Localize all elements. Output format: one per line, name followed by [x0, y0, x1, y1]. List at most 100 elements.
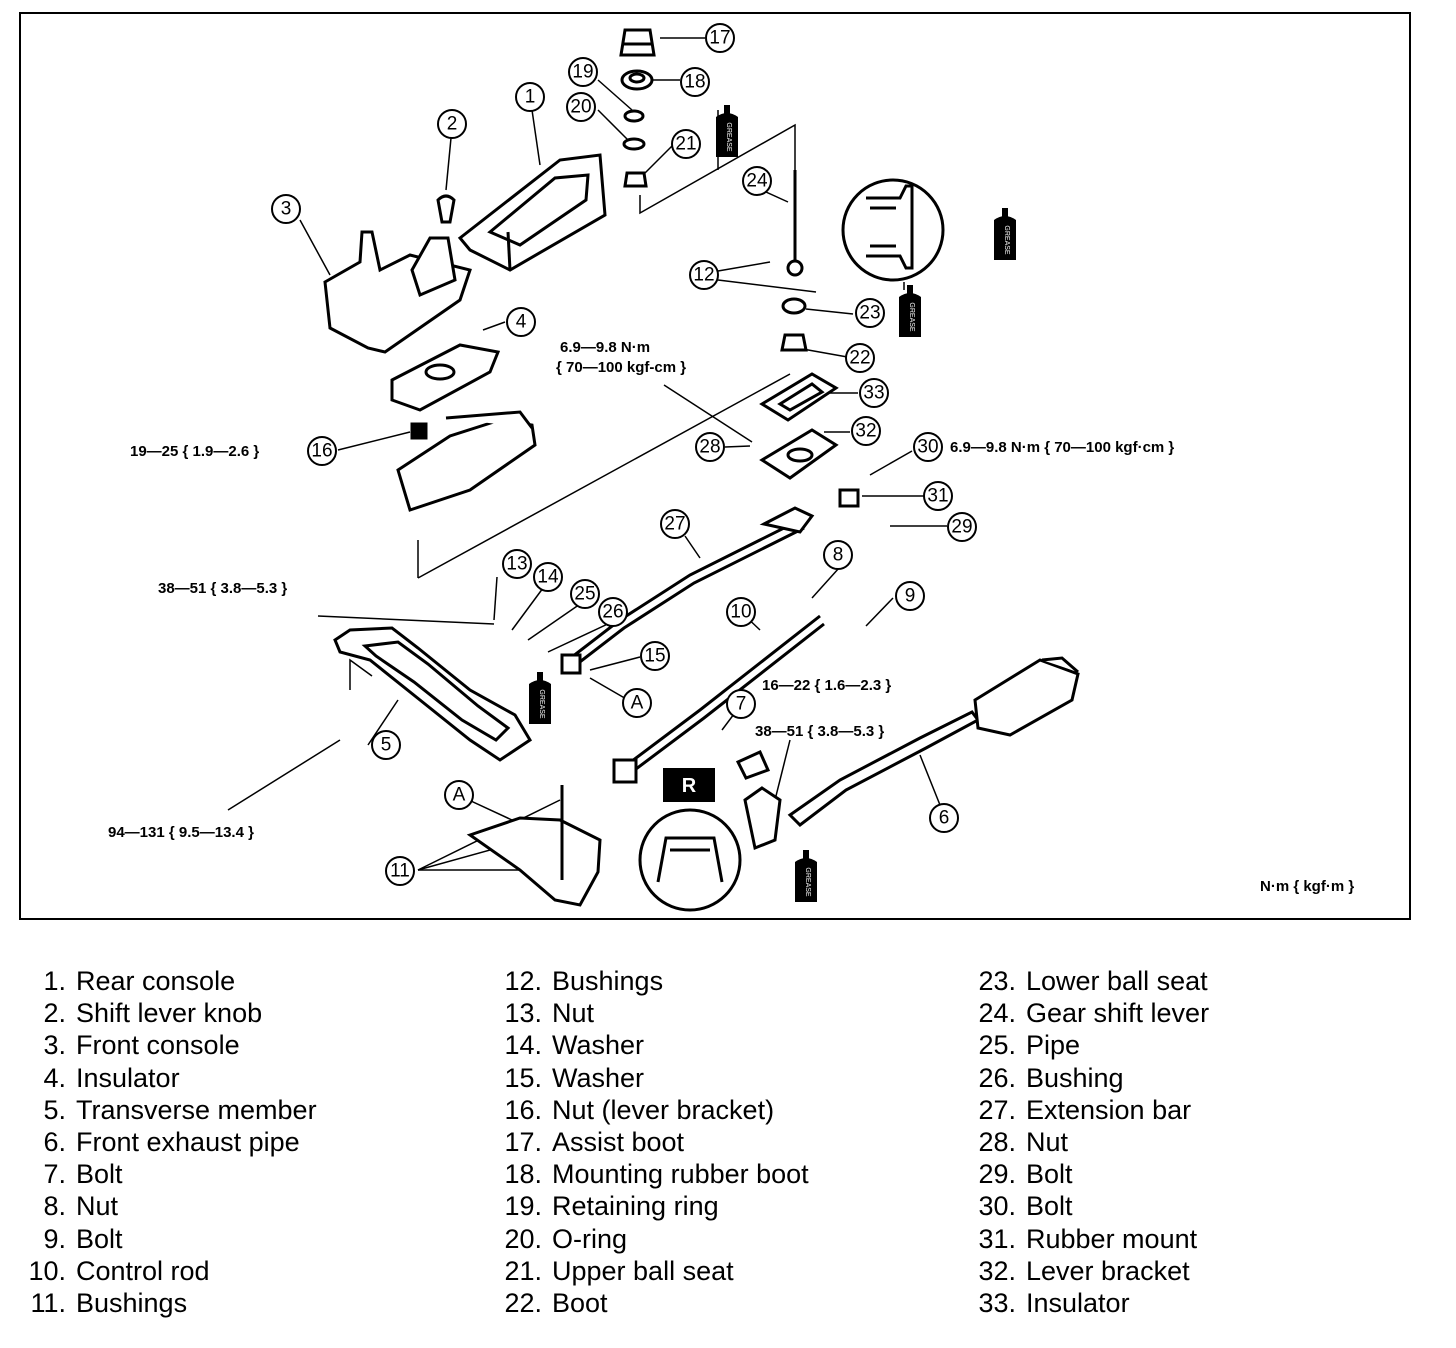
callout-6: 6 — [939, 808, 950, 829]
r-badge-label: R — [682, 775, 697, 797]
callout-14: 14 — [537, 567, 559, 588]
legend-item-label: Rubber mount — [1026, 1223, 1198, 1254]
legend-item-label: Bolt — [76, 1159, 123, 1190]
legend-item-number: 24. — [978, 998, 1016, 1029]
legend-item-label: O-ring — [552, 1223, 628, 1254]
legend-item: 10.Control rod — [18, 1255, 317, 1287]
torque-label-13: 38—51 { 3.8—5.3 } — [158, 580, 287, 597]
legend-item-label: Transverse member — [76, 1094, 317, 1125]
grease-bottle-icon: GREASE — [716, 105, 738, 157]
legend-item-number: 5. — [43, 1094, 66, 1125]
torque-label-5: 94—131 { 9.5—13.4 } — [108, 824, 254, 841]
callout-31: 31 — [927, 486, 948, 507]
insulator-33 — [759, 372, 839, 422]
legend-item-label: Front console — [76, 1030, 240, 1061]
callout-11: 11 — [390, 861, 410, 882]
grease-label: GREASE — [725, 122, 732, 152]
legend-item-label: Insulator — [1026, 1287, 1130, 1318]
legend-item-number: 23. — [978, 966, 1016, 996]
legend-item-label: Lower ball seat — [1026, 966, 1208, 996]
lower-housing-11 — [466, 785, 602, 907]
legend-item-label: Upper ball seat — [552, 1255, 734, 1286]
legend-item-label: Front exhaust pipe — [76, 1126, 300, 1157]
callout-22: 22 — [849, 348, 870, 369]
torque-labels: 19—25 { 1.9—2.6 } 6.9—9.8 N·m { 70—100 k… — [108, 339, 1354, 895]
torque-label-28-line1: 6.9—9.8 N·m — [560, 339, 650, 356]
assist-boot-17 — [619, 28, 656, 57]
gear-shift-lever-24 — [786, 170, 804, 277]
callout-29: 29 — [951, 517, 972, 538]
legend-item-number: 33. — [978, 1287, 1016, 1318]
legend-item: 5. Transverse member — [18, 1094, 317, 1126]
legend-item-label: Nut — [76, 1191, 119, 1222]
legend-item: 4.Insulator — [18, 1062, 317, 1094]
legend-item-number: 30. — [978, 1191, 1016, 1222]
insulator-4 — [390, 343, 501, 412]
legend-item-number: 21. — [504, 1255, 542, 1286]
legend-item-label: Washer — [552, 1062, 645, 1093]
legend-item-label: Bolt — [1026, 1191, 1073, 1222]
legend-item: 23. Lower ball seat — [968, 965, 1209, 997]
legend-item: 14.Washer — [494, 1029, 809, 1061]
unit-label: N·m { kgf·m } — [1260, 878, 1354, 895]
callout-19: 19 — [572, 62, 593, 83]
grease-bottle-icon: GREASE — [795, 850, 817, 902]
grease-bottle-icon: GREASE — [529, 672, 551, 724]
legend-item: 25.Pipe — [968, 1029, 1209, 1061]
torque-label-16: 19—25 { 1.9—2.6 } — [130, 443, 259, 460]
callout-a-lower: A — [453, 785, 466, 806]
rubber-mount-31 — [838, 488, 860, 508]
legend-item-label: Nut — [552, 998, 595, 1029]
legend-item: 3. Front console — [18, 1029, 317, 1061]
upper-ball-seat-21 — [623, 171, 648, 188]
callout-12: 12 — [693, 265, 714, 286]
callout-13: 13 — [506, 554, 527, 575]
shift-lever-knob-2 — [436, 194, 456, 224]
legend-item-number: 22. — [504, 1287, 542, 1318]
callout-15: 15 — [644, 646, 665, 667]
callout-18: 18 — [684, 72, 705, 93]
legend-item-number: 13. — [504, 998, 542, 1029]
legend-item-number: 2. — [43, 998, 66, 1029]
o-ring-20 — [622, 137, 646, 151]
legend-item-label: Gear shift lever — [1026, 998, 1210, 1029]
grease-label: GREASE — [908, 302, 915, 332]
legend-item: 31. Rubber mount — [968, 1223, 1209, 1255]
callout-7: 7 — [736, 694, 747, 715]
legend-item-number: 9. — [43, 1223, 66, 1254]
legend-item-number: 17. — [504, 1126, 542, 1157]
legend-item-label: Shift lever knob — [76, 998, 263, 1029]
legend-item-number: 31. — [978, 1223, 1016, 1254]
legend-item: 6.Front exhaust pipe — [18, 1126, 317, 1158]
exploded-diagram: GREASE GREASE GREASE GREASE GREASE R 17 … — [108, 23, 1354, 912]
legend-item-number: 3. — [43, 1030, 66, 1061]
grease-bottle-icon: GREASE — [899, 285, 921, 337]
callout-25: 25 — [574, 584, 595, 605]
callout-4: 4 — [516, 312, 527, 333]
callouts — [271, 23, 977, 886]
legend-item-number: 32. — [978, 1255, 1016, 1286]
grease-label: GREASE — [804, 867, 811, 897]
legend-item: 30. Bolt — [968, 1190, 1209, 1222]
legend-item: 28.Nut — [968, 1126, 1209, 1158]
r-badge — [663, 768, 715, 802]
grease-label: GREASE — [538, 689, 545, 719]
callout-1: 1 — [525, 87, 536, 108]
legend-item-label: Washer — [552, 1030, 645, 1061]
legend-item: 20.O-ring — [494, 1223, 809, 1255]
callout-27: 27 — [664, 514, 685, 535]
torque-label-28-line2: { 70—100 kgf-cm } — [556, 359, 686, 376]
legend-item-label: Mounting rubber boot — [552, 1159, 809, 1190]
callout-labels: 17 18 19 20 21 1 2 3 24 12 23 22 4 33 32… — [281, 28, 973, 882]
legend-item-label: Assist boot — [552, 1126, 685, 1157]
torque-label-6: 38—51 { 3.8—5.3 } — [755, 723, 884, 740]
legend-item: 32.Lever bracket — [968, 1255, 1209, 1287]
legend-item-label: Boot — [552, 1287, 608, 1318]
callout-28: 28 — [699, 437, 720, 458]
legend-item: 15.Washer — [494, 1062, 809, 1094]
mounting-rubber-boot-18 — [620, 69, 654, 91]
legend-item: 26.Bushing — [968, 1062, 1209, 1094]
callout-17: 17 — [709, 28, 730, 49]
callout-24: 24 — [746, 171, 768, 192]
legend-item-number: 18. — [504, 1159, 542, 1190]
